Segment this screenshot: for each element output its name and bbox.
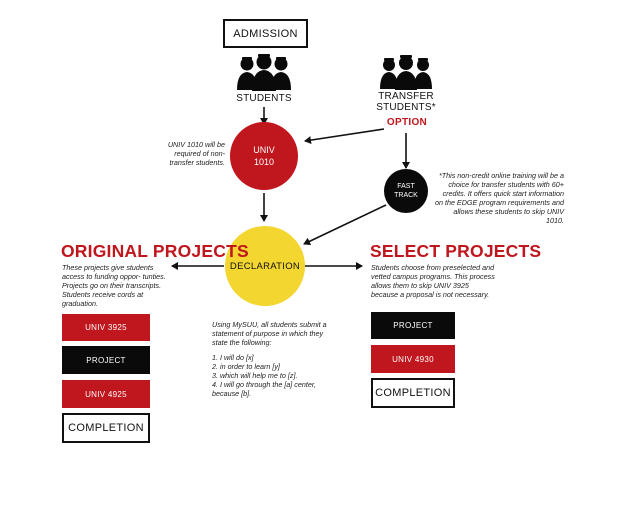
arrow-fast-track-to-declaration	[303, 204, 387, 246]
transfer-students-label: TRANSFER STUDENTS*	[370, 91, 442, 113]
fast-track-line2: TRACK	[394, 192, 418, 199]
original-completion-box: COMPLETION	[62, 413, 150, 443]
declaration-note-intro: Using MySUU, all students submit a state…	[212, 320, 327, 348]
select-completion-box: COMPLETION	[371, 378, 455, 408]
original-step-project: PROJECT	[62, 346, 150, 374]
univ1010-circle: UNIV 1010	[230, 122, 298, 190]
arrow-transfer-to-univ1010	[304, 128, 385, 145]
declaration-note: Using MySUU, all students submit a state…	[212, 320, 340, 399]
admission-label: ADMISSION	[233, 27, 298, 40]
select-step-project: PROJECT	[371, 312, 455, 339]
declaration-step: 3. which will help me to [z].	[212, 371, 298, 381]
transfer-label-line2: STUDENTS*	[376, 101, 436, 113]
transfer-label-line1: TRANSFER	[378, 91, 434, 102]
original-step-univ4925: UNIV 4925	[62, 380, 150, 408]
select-projects-heading: SELECT PROJECTS	[370, 241, 542, 261]
original-step-univ3925: UNIV 3925	[62, 314, 150, 341]
original-projects-heading: ORIGINAL PROJECTS	[61, 241, 249, 261]
fast-track-line1: FAST	[397, 183, 415, 190]
declaration-label: DECLARATION	[229, 260, 301, 272]
students-label: STUDENTS	[236, 93, 292, 104]
univ1010-line2: 1010	[253, 157, 274, 167]
original-projects-description: These projects give students access to f…	[62, 263, 166, 308]
option-label: OPTION	[386, 117, 428, 128]
fast-track-note: *This non-credit online training will be…	[434, 171, 564, 225]
declaration-circle: DECLARATION	[225, 226, 305, 306]
univ1010-note: UNIV 1010 will be required of non-transf…	[167, 140, 225, 167]
admission-box: ADMISSION	[223, 19, 308, 48]
fast-track-circle: FAST TRACK	[384, 169, 428, 213]
declaration-step: 2. in order to learn [y]	[212, 361, 280, 371]
declaration-step: 4. I will go through the [a] center, bec…	[212, 380, 316, 399]
univ1010-line1: UNIV	[253, 145, 275, 155]
select-projects-description: Students choose from preselected and vet…	[371, 263, 495, 299]
select-step-univ4930: UNIV 4930	[371, 345, 455, 373]
declaration-step: 1. I will do [x]	[212, 352, 254, 362]
